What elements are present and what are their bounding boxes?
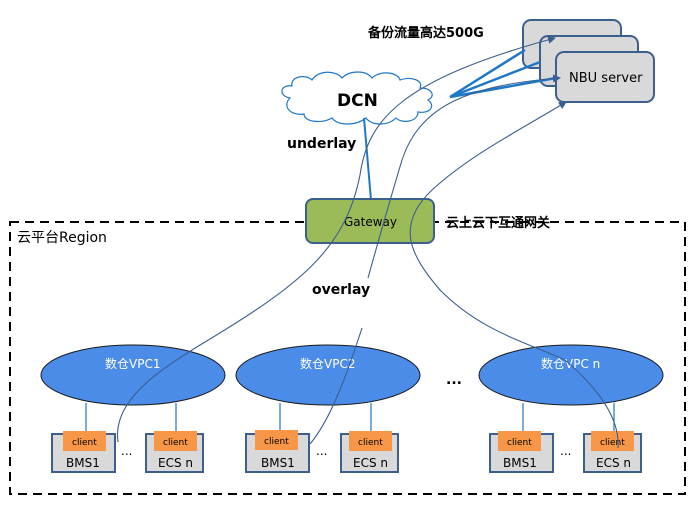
dcn-to-nbu-link-2 xyxy=(449,60,541,99)
client-label: client xyxy=(600,438,625,448)
cloud-shape xyxy=(281,71,433,125)
dcn-to-nbu-link-3 xyxy=(449,76,557,99)
nbu-server-label: NBU server xyxy=(569,71,643,86)
underlay-label: underlay xyxy=(287,136,356,152)
vpc-n: 数仓VPC n xyxy=(478,344,664,406)
client-label: client xyxy=(163,438,188,448)
dcn-to-gateway-link xyxy=(363,117,372,201)
flow-vpc2-to-nbu xyxy=(309,78,560,445)
host-ellipsis: ... xyxy=(121,444,132,458)
vpc-2: 数仓VPC2 xyxy=(235,344,421,406)
host-vpc1-ecs[interactable]: client ECS n xyxy=(145,431,204,473)
client-label: client xyxy=(507,438,532,448)
overlay-flows xyxy=(116,35,619,449)
backup-traffic-note: 备份流量高达500G xyxy=(367,25,484,41)
dcn-cloud: DCN xyxy=(281,71,433,125)
client-badge xyxy=(591,431,634,451)
host-ellipsis: ... xyxy=(560,444,571,458)
gateway-label: Gateway xyxy=(344,215,397,229)
flow-vpc1-to-nbu xyxy=(116,35,556,443)
vpc-ellipse[interactable] xyxy=(235,344,421,406)
client-badge xyxy=(349,431,392,451)
dcn-links xyxy=(363,48,557,201)
host-vpc2-ecs[interactable]: client ECS n xyxy=(340,431,399,473)
vpc-ellipsis: ... xyxy=(446,372,462,388)
host-vpcn-bms[interactable]: client BMS1 xyxy=(489,431,554,473)
dcn-to-nbu-link-1 xyxy=(449,48,526,99)
gateway-caption: 云上云下互通网关 xyxy=(446,215,550,231)
client-badge xyxy=(63,431,106,451)
host-name: ECS n xyxy=(596,456,631,470)
host-vpc2-bms[interactable]: client BMS1 xyxy=(245,430,310,473)
client-badge xyxy=(498,431,541,451)
client-label: client xyxy=(72,438,97,448)
vpc-ellipse[interactable] xyxy=(40,344,226,406)
host-ellipsis: ... xyxy=(316,444,327,458)
client-badge xyxy=(154,431,197,451)
host-name: ECS n xyxy=(158,456,193,470)
client-label: client xyxy=(264,437,289,447)
flow-vpcn-to-nbu xyxy=(409,101,619,449)
host-name: BMS1 xyxy=(503,456,537,470)
dcn-label: DCN xyxy=(337,91,378,111)
vpc-ellipse[interactable] xyxy=(478,344,664,406)
host-name: BMS1 xyxy=(66,456,100,470)
client-label: client xyxy=(358,438,383,448)
host-name: ECS n xyxy=(353,456,388,470)
vpc-label: 数仓VPC1 xyxy=(105,356,160,371)
overlay-label: overlay xyxy=(312,282,370,298)
region-label: 云平台Region xyxy=(17,230,107,246)
vpc-label: 数仓VPC2 xyxy=(300,356,355,371)
host-vpcn-ecs[interactable]: client ECS n xyxy=(583,431,642,473)
vpc-label: 数仓VPC n xyxy=(541,356,600,371)
host-name: BMS1 xyxy=(261,456,295,470)
host-vpc1-bms[interactable]: client BMS1 xyxy=(51,431,116,473)
nbu-server-stack: NBU server xyxy=(522,19,655,103)
vpc-1: 数仓VPC1 xyxy=(40,344,226,406)
vpc-host-links xyxy=(85,403,615,433)
client-badge xyxy=(255,430,298,450)
